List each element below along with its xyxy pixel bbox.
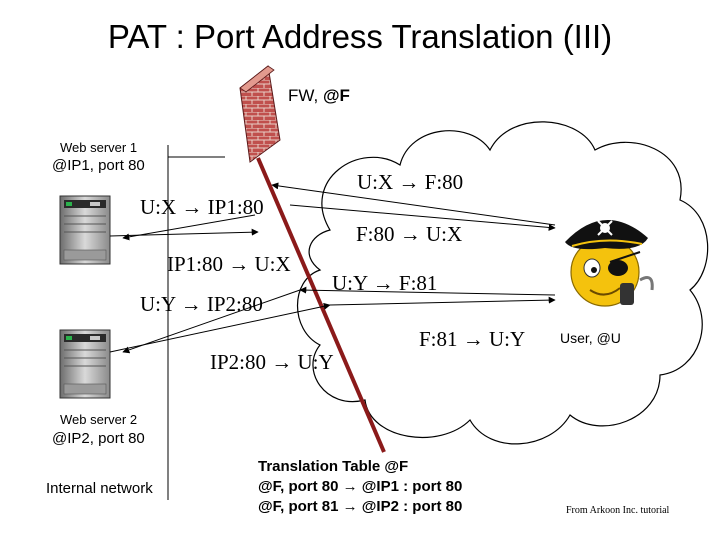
internet-cloud xyxy=(297,121,709,445)
arrow-f81-to-uy xyxy=(329,296,556,306)
web-server-2-name: Web server 2 xyxy=(60,412,138,427)
firewall-boundary-line xyxy=(256,157,386,453)
flow-f80-to-ux: F:80 → U:X xyxy=(356,222,463,246)
web-server-1-name: Web server 1 xyxy=(60,140,138,155)
web-server-2-icon xyxy=(59,329,111,399)
flow-f81-to-uy: F:81 → U:Y xyxy=(419,327,526,351)
arrow-ip1-80-to-ux xyxy=(109,228,259,237)
translation-table-row: @F, port 80 → @IP1 : port 80 xyxy=(258,478,463,495)
flow-ux-to-ip1-80: U:X → IP1:80 xyxy=(140,195,264,219)
flow-ux-to-f80: U:X → F:80 xyxy=(357,170,464,194)
firewall-name: FW, xyxy=(288,86,323,105)
page-title: PAT : Port Address Translation (III) xyxy=(107,18,613,55)
arrow-uy-to-f81 xyxy=(299,286,556,296)
arrow-ip2-80-to-uy xyxy=(109,302,331,353)
arrow-ux-to-f80 xyxy=(271,182,556,226)
arrow-uy-to-ip2-80 xyxy=(122,289,301,354)
credit-note: From Arkoon Inc. tutorial xyxy=(566,505,670,516)
web-server-1-address: @IP1, port 80 xyxy=(52,157,145,174)
flow-ip2-80-to-uy: IP2:80 → U:Y xyxy=(210,350,334,374)
translation-table: Translation Table @F @F, port 80 → @IP1 … xyxy=(258,457,462,517)
pirate-user-icon xyxy=(565,219,654,307)
flow-ip1-80-to-ux: IP1:80 → U:X xyxy=(167,252,291,276)
translation-table-row: @F, port 81 → @IP2 : port 80 xyxy=(258,498,463,515)
internal-network-label: Internal network xyxy=(46,480,153,497)
user-label: User, @U xyxy=(560,330,621,346)
web-server-2-address: @IP2, port 80 xyxy=(52,430,145,447)
firewall-icon xyxy=(239,65,281,163)
arrow-ux-to-ip1-80 xyxy=(122,214,256,241)
firewall-address: @F xyxy=(322,86,350,105)
translation-table-title: Translation Table @F xyxy=(258,458,409,475)
flow-uy-to-f81: U:Y → F:81 xyxy=(332,271,438,295)
web-server-1-icon xyxy=(59,195,111,265)
firewall-label: FW, @F xyxy=(288,86,350,106)
flow-uy-to-ip2-80: U:Y → IP2:80 xyxy=(140,292,263,316)
arrow-f80-to-ux xyxy=(289,204,556,231)
